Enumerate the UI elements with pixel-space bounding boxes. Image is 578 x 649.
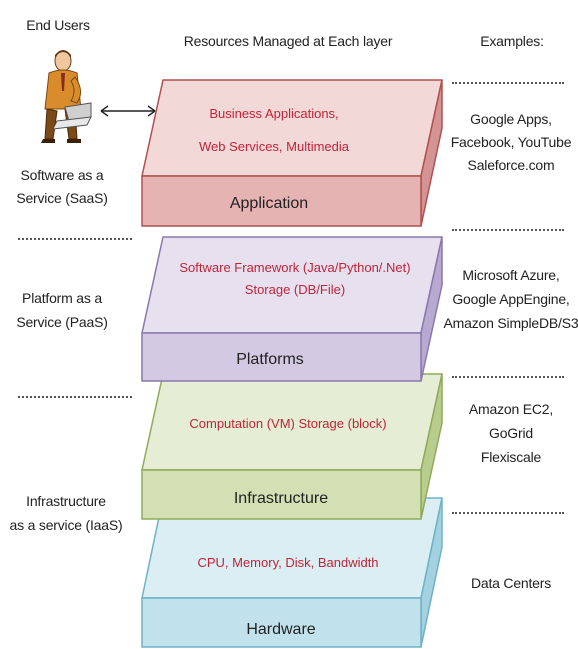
- layer-platforms: Software Framework (Java/Python/.Net) St…: [141, 236, 443, 382]
- saas-example-3: Saleforce.com: [467, 157, 555, 173]
- layer-application: Business Applications, Web Services, Mul…: [141, 79, 443, 227]
- iaas-example-2: GoGrid: [489, 425, 533, 441]
- saas-example-1: Google Apps,: [470, 111, 552, 127]
- right-separator-iaas-hw: [452, 512, 564, 514]
- right-separator-saas-paas: [452, 229, 564, 231]
- infrastructure-resource-1: Computation (VM) Storage (block): [189, 416, 386, 431]
- paas-label-line1: Platform as a: [22, 290, 102, 306]
- saas-label-line1: Software as a: [20, 167, 104, 183]
- hardware-front: [141, 597, 422, 648]
- application-name: Application: [230, 195, 308, 212]
- paas-example-2: Google AppEngine,: [452, 291, 570, 307]
- saas-example-2: Facebook, YouTube: [450, 134, 572, 150]
- application-resource-1: Business Applications,: [209, 106, 338, 121]
- saas-label-line2: Service (SaaS): [16, 190, 108, 206]
- double-arrow-icon: [100, 105, 156, 117]
- hardware-name: Hardware: [246, 621, 315, 638]
- platforms-resource-1: Software Framework (Java/Python/.Net): [179, 260, 410, 275]
- hardware-example-1: Data Centers: [470, 575, 552, 591]
- infrastructure-front: [141, 469, 422, 520]
- paas-example-3: Amazon SimpleDB/S3: [443, 315, 578, 331]
- left-separator-paas-iaas: [18, 396, 132, 398]
- layer-infrastructure: Computation (VM) Storage (block) Infrast…: [141, 373, 443, 520]
- paas-example-1: Microsoft Azure,: [462, 267, 560, 283]
- layer-hardware: CPU, Memory, Disk, Bandwidth Hardware: [141, 497, 443, 648]
- application-front: [141, 175, 422, 227]
- application-resource-2: Web Services, Multimedia: [199, 139, 350, 154]
- person-at-computer-icon: [41, 50, 92, 143]
- platforms-resource-2: Storage (DB/File): [245, 282, 345, 297]
- infrastructure-name: Infrastructure: [234, 490, 328, 507]
- resources-heading: Resources Managed at Each layer: [183, 33, 393, 49]
- hardware-resource-1: CPU, Memory, Disk, Bandwidth: [197, 555, 378, 570]
- platforms-front: [141, 332, 422, 382]
- iaas-label-line1: Infrastructure: [26, 493, 106, 509]
- application-top: [141, 79, 443, 177]
- left-separator-saas-paas: [18, 238, 132, 240]
- platforms-name: Platforms: [236, 351, 304, 368]
- end-users-heading: End Users: [26, 17, 90, 33]
- right-separator-paas-iaas: [452, 376, 564, 378]
- iaas-example-3: Flexiscale: [480, 449, 542, 465]
- paas-label-line2: Service (PaaS): [16, 314, 108, 330]
- iaas-example-1: Amazon EC2,: [468, 401, 554, 417]
- examples-heading: Examples:: [480, 33, 544, 49]
- iaas-label-line2: as a service (IaaS): [9, 517, 123, 533]
- right-separator-top: [452, 82, 564, 84]
